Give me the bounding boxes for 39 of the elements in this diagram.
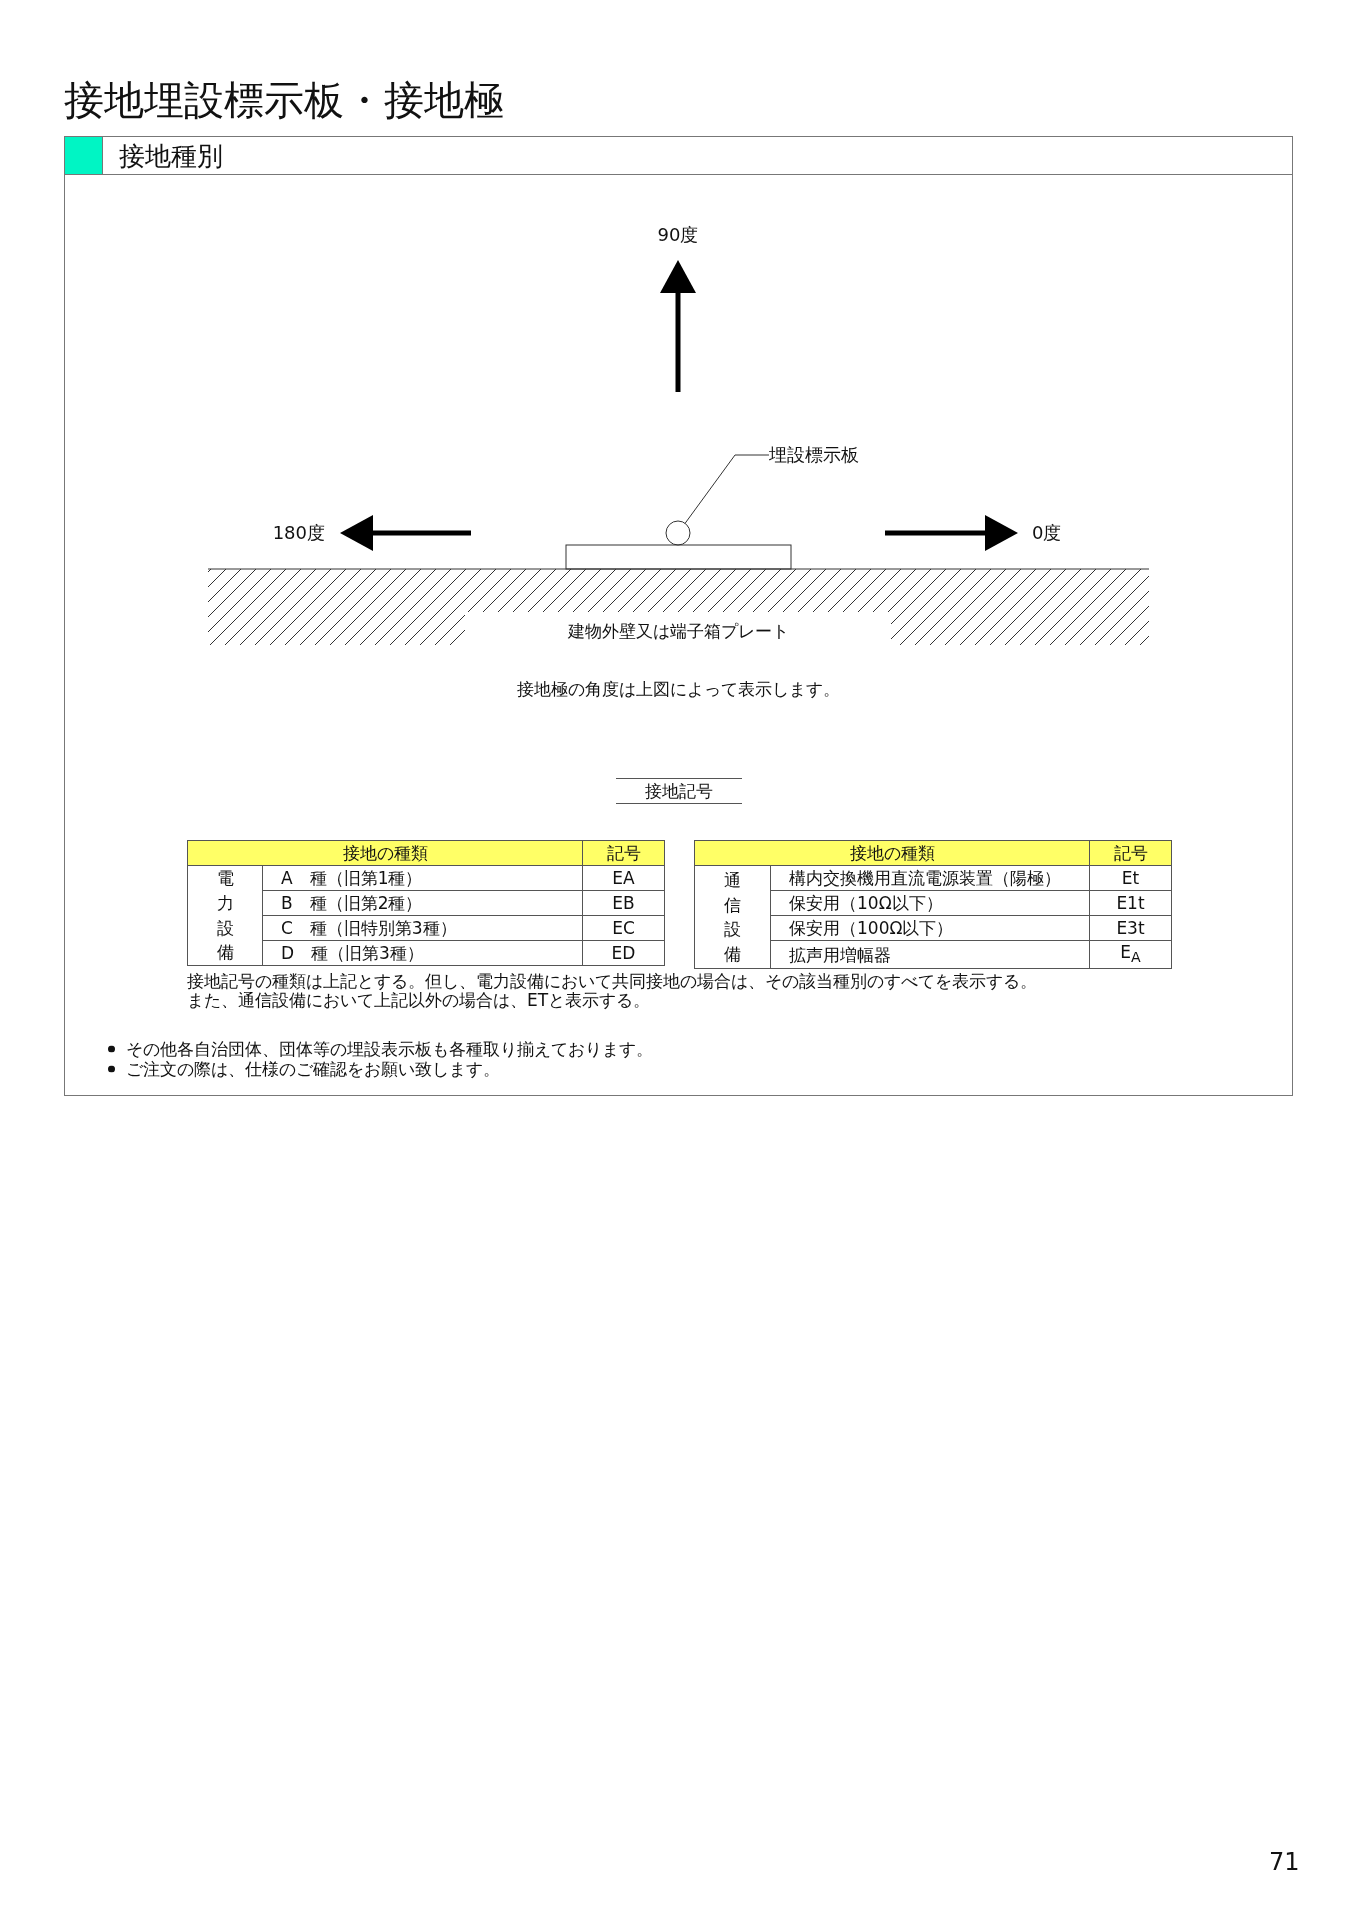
page-number: 71 (1269, 1847, 1300, 1877)
caption-text: 接地極の角度は上図によって表示します。 (516, 678, 840, 700)
header-cell: 接地の種類 (187, 840, 583, 866)
symbol-cell: Et (1089, 865, 1172, 891)
note-text: 接地記号の種類は上記とする。但し、電力設備において共同接地の場合は、その該当種別のすべてを表示する。 (187, 970, 1037, 992)
section-panel (64, 136, 1293, 1096)
grounding-type-cell: 拡声用増幅器 (770, 940, 1090, 969)
symbol-cell: ED (582, 940, 665, 966)
section-heading: 接地種別 (119, 139, 223, 173)
symbol-cell: E3t (1089, 915, 1172, 941)
category-cell: 電力設備 (187, 865, 263, 966)
category-cell: 通信設備 (694, 865, 771, 969)
angle-label: 90度 (657, 224, 699, 246)
bullet-note: その他各自治団体、団体等の埋設表示板も各種取り揃えております。 (126, 1037, 653, 1061)
angle-label: 0度 (1032, 522, 1062, 544)
angle-label: 180度 (272, 522, 325, 544)
grounding-type-cell: A 種（旧第1種） (262, 865, 583, 891)
grounding-type-cell: C 種（旧特別第3種） (262, 915, 583, 941)
callout-label: 埋設標示板 (769, 444, 859, 466)
marker-circle (665, 520, 691, 546)
wall-label: 建物外壁又は端子箱プレート (567, 620, 789, 642)
symbol-cell: EB (582, 890, 665, 916)
header-cell: 接地の種類 (694, 840, 1090, 866)
note-text: また、通信設備において上記以外の場合は、ETと表示する。 (187, 989, 651, 1011)
header-cell: 記号 (1089, 840, 1172, 866)
grounding-type-cell: D 種（旧第3種） (262, 940, 583, 966)
grounding-type-cell: 保安用（100Ω以下） (770, 915, 1090, 941)
leader-line (684, 454, 770, 524)
symbol-cell: EA (582, 865, 665, 891)
table-heading: 接地記号 (616, 778, 742, 804)
symbol-cell: EC (582, 915, 665, 941)
bullet-note: ご注文の際は、仕様のご確認をお願い致します。 (126, 1058, 500, 1081)
page-title: 接地埋設標示板・接地極 (64, 75, 504, 125)
grounding-type-cell: 保安用（10Ω以下） (770, 890, 1090, 916)
symbol-cell: E1t (1089, 890, 1172, 916)
header-cell: 記号 (582, 840, 665, 866)
grounding-type-cell: B 種（旧第2種） (262, 890, 583, 916)
symbol-cell: E$_{A}$ (1089, 940, 1172, 969)
grounding-type-cell: 構内交換機用直流電源装置（陽極） (770, 865, 1090, 891)
